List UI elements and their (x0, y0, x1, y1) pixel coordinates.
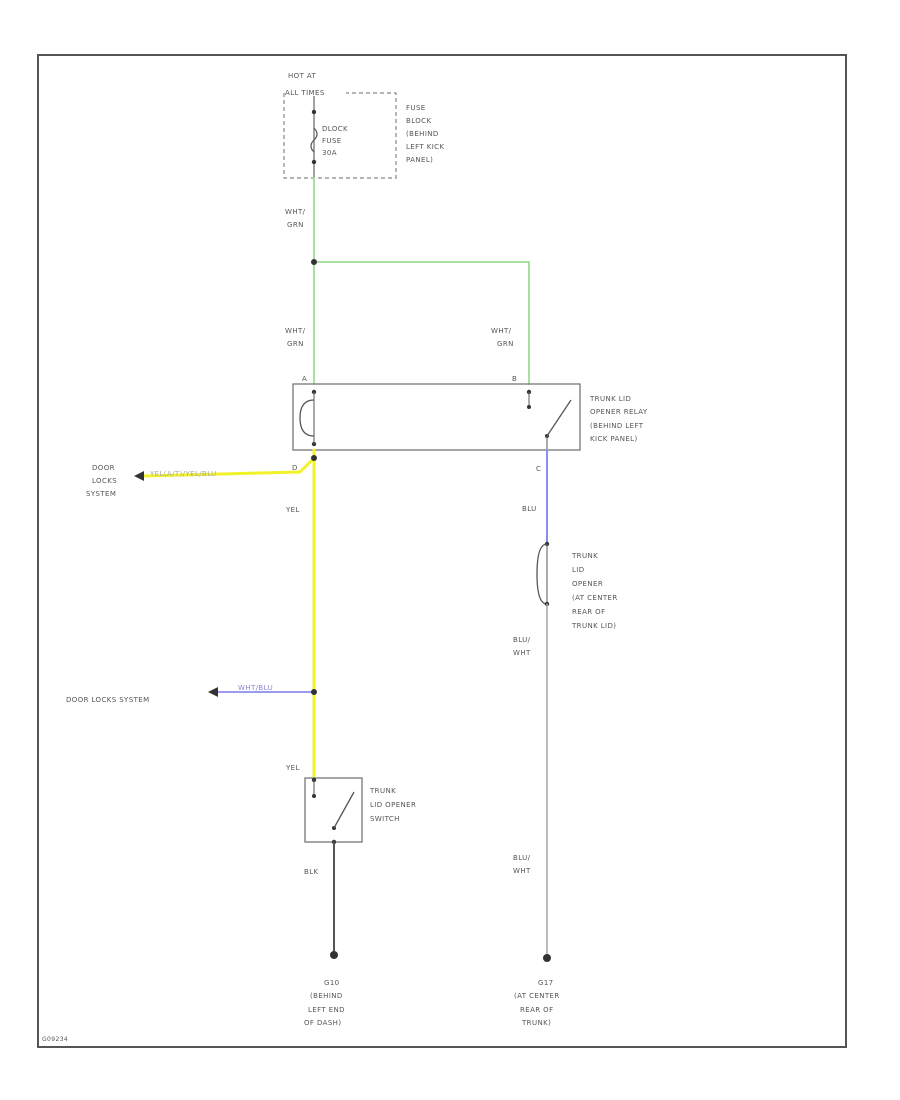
fuse-label-1: DLOCK (322, 125, 348, 133)
switch-contact-icon (526, 389, 572, 450)
relay-pin-a: A (302, 375, 307, 383)
ground-g17-label-1: G17 (538, 979, 554, 987)
source-label-2: ALL TIMES (285, 89, 325, 97)
wire-yel (142, 448, 317, 778)
door-locks-1-label-2: LOCKS (92, 477, 117, 485)
opener-label-3: OPENER (572, 580, 603, 588)
wire-label-top-2: GRN (287, 221, 304, 229)
opener-label-6: TRUNK LID) (571, 622, 616, 630)
wire-label-relay-right-1: WHT/ (491, 327, 512, 335)
wire-label-relay-left-2: GRN (287, 340, 304, 348)
ground-g17-label-3: REAR OF (520, 1006, 554, 1014)
fuse-label-2: FUSE (322, 137, 342, 145)
arrow-icon (134, 471, 144, 481)
wire-label-blk: BLK (304, 868, 319, 876)
opener-label-1: TRUNK (571, 552, 598, 560)
relay-pin-d: D (292, 464, 298, 472)
relay-coil-icon (299, 389, 317, 447)
wire-wht-grn (311, 177, 530, 385)
diagram-code: G09234 (42, 1036, 68, 1043)
relay-label-1: TRUNK LID (589, 395, 631, 403)
door-locks-2-label: DOOR LOCKS SYSTEM (66, 696, 150, 704)
wire-label-wht-blu: WHT/BLU (238, 684, 273, 692)
ground-g10-label-1: G10 (324, 979, 340, 987)
wire-label-blu-wht-1b: WHT (513, 649, 531, 657)
fuse-block: HOT AT ALL TIMES DLOCK FUSE 30A FUSE BLO… (283, 72, 444, 179)
relay-pin-b: B (512, 375, 517, 383)
wire-label-yel-blu: YEL(A/T)/YEL/BLU (149, 470, 217, 478)
relay-box (292, 383, 581, 451)
trunk-lid-opener-switch: TRUNK LID OPENER SWITCH (304, 777, 416, 845)
switch-label-1: TRUNK (369, 787, 396, 795)
relay-label-4: KICK PANEL) (590, 435, 638, 443)
ground-g17-label-2: (AT CENTER (514, 992, 560, 1000)
trunk-lid-opener: TRUNK LID OPENER (AT CENTER REAR OF TRUN… (536, 541, 618, 630)
wire-label-blu: BLU (522, 505, 537, 513)
wire-label-yel-switch: YEL (285, 764, 300, 772)
fuse-block-label-3: (BEHIND (406, 130, 439, 138)
ground-g10-label-4: OF DASH) (304, 1019, 341, 1027)
fuse-icon (310, 96, 318, 178)
splice-dot (311, 259, 317, 265)
trunk-lid-opener-relay: A B TRUNK LID OPENER RELAY (BEHIND LEFT … (292, 375, 648, 473)
source-label-1: HOT AT (288, 72, 317, 80)
wire-label-blu-wht-2a: BLU/ (513, 854, 531, 862)
switch-label-3: SWITCH (370, 815, 400, 823)
ground-icon (543, 954, 551, 962)
wire-label-yel: YEL (285, 506, 300, 514)
fuse-label-3: 30A (322, 149, 337, 157)
ground-g10-label-3: LEFT END (308, 1006, 345, 1014)
ground-icon (330, 951, 338, 959)
relay-label-3: (BEHIND LEFT (590, 422, 644, 430)
wire-label-blu-wht-1a: BLU/ (513, 636, 531, 644)
ground-g10-label-2: (BEHIND (310, 992, 343, 1000)
opener-label-2: LID (572, 566, 585, 574)
relay-label-2: OPENER RELAY (590, 408, 648, 416)
solenoid-icon (536, 541, 550, 607)
fuse-block-label-5: PANEL) (406, 156, 433, 164)
wire-label-top-1: WHT/ (285, 208, 306, 216)
door-locks-1-label-3: SYSTEM (86, 490, 116, 498)
wire-label-blu-wht-2b: WHT (513, 867, 531, 875)
switch-contact-icon (311, 777, 355, 845)
fuse-block-label-1: FUSE (406, 104, 426, 112)
ground-g17-label-4: TRUNK) (521, 1019, 551, 1027)
relay-pin-c: C (536, 465, 541, 473)
arrow-icon (208, 687, 218, 697)
opener-label-4: (AT CENTER (572, 594, 618, 602)
splice-dot (311, 455, 317, 461)
fuse-block-label-2: BLOCK (406, 117, 431, 125)
door-locks-1-label-1: DOOR (92, 464, 115, 472)
fuse-block-label-4: LEFT KICK (406, 143, 444, 151)
splice-dot (311, 689, 317, 695)
wire-label-relay-left-1: WHT/ (285, 327, 306, 335)
diagram-frame (37, 54, 847, 1048)
opener-label-5: REAR OF (572, 608, 606, 616)
wire-label-relay-right-2: GRN (497, 340, 514, 348)
switch-label-2: LID OPENER (370, 801, 416, 809)
fuse-block-outline (283, 92, 397, 179)
